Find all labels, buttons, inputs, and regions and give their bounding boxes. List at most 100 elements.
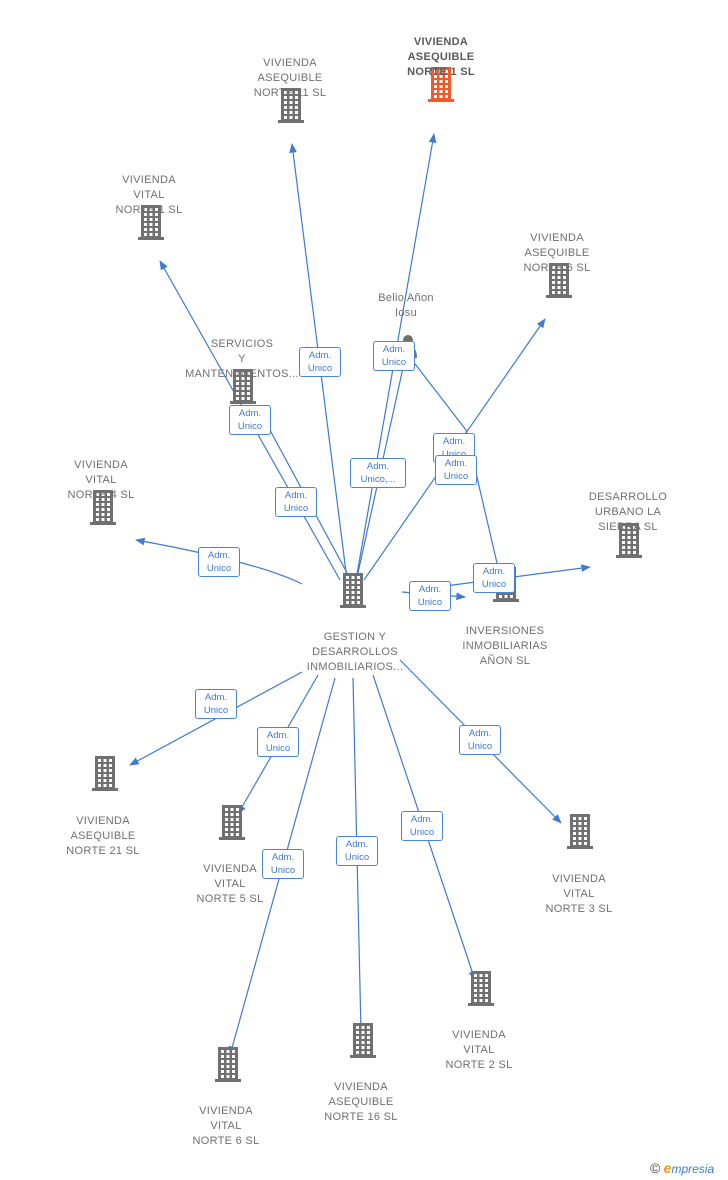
brand-name: mpresia	[671, 1162, 715, 1176]
role-badge[interactable]: Adm.Unico	[409, 581, 451, 611]
role-badge-text: Adm.	[444, 458, 468, 469]
node-label-line: DESARROLLO	[588, 491, 668, 503]
role-badge-text: Adm.	[204, 692, 228, 703]
node-label-vivienda-vital-norte-6[interactable]: VIVIENDA VITAL NORTE 6 SL	[151, 1104, 301, 1149]
node-label-line: NORTE 3 SL	[545, 903, 613, 915]
role-badge-text: Adm.	[238, 408, 262, 419]
node-label-line: NORTE 2 SL	[445, 1059, 513, 1071]
role-badge-text: Adm.	[382, 344, 406, 355]
role-badge[interactable]: Adm.Unico	[275, 487, 317, 517]
building-icon[interactable]	[92, 755, 118, 791]
node-label-line: VIVIENDA	[263, 57, 317, 69]
role-badge[interactable]: Adm.Unico,...	[350, 458, 406, 488]
node-label-line: URBANO LA	[594, 506, 662, 518]
node-label-vivienda-asequible-norte-6[interactable]: VIVIENDA ASEQUIBLE NORTE 6 SL	[482, 231, 632, 276]
node-label-line: VITAL	[210, 1120, 242, 1132]
role-badge-text: Adm.	[266, 730, 290, 741]
role-badge[interactable]: Adm.Unico	[435, 455, 477, 485]
node-label-vivienda-vital-norte-2[interactable]: VIVIENDA VITAL NORTE 2 SL	[404, 1028, 554, 1073]
node-label-line: ASEQUIBLE	[70, 830, 136, 842]
node-label-line: VITAL	[463, 1044, 495, 1056]
building-icon[interactable]	[616, 522, 642, 558]
role-badge-text: Unico	[307, 363, 333, 374]
node-label-line: NORTE 21 SL	[66, 845, 140, 857]
role-badge-text: Unico	[434, 448, 474, 461]
role-badge-text: Unico	[381, 357, 407, 368]
role-badge-text: Adm.	[308, 350, 332, 361]
building-icon[interactable]	[428, 66, 454, 102]
role-badge-text: Adm.	[207, 550, 231, 561]
role-badge-text: Adm.	[345, 839, 369, 850]
building-icon[interactable]	[90, 489, 116, 525]
role-badge[interactable]: Adm.Unico	[459, 725, 501, 755]
node-label-line: Iosu	[395, 307, 417, 319]
building-icon[interactable]	[350, 1022, 376, 1058]
role-badge-text: Unico	[417, 597, 443, 608]
node-label-line: NORTE 1 SL	[115, 204, 183, 216]
building-icon[interactable]	[278, 87, 304, 123]
role-badge-text: Unico	[409, 827, 435, 838]
building-icon[interactable]	[340, 572, 366, 608]
role-badge[interactable]: Adm.Unico	[473, 563, 515, 593]
brand-initial: e	[663, 1160, 672, 1176]
role-badge[interactable]: Adm. Unico	[336, 836, 378, 866]
building-icon[interactable]	[230, 368, 256, 404]
building-icon[interactable]	[215, 1046, 241, 1082]
role-badge-text: Unico	[206, 563, 232, 574]
role-badge-text: Unico	[237, 421, 263, 432]
node-label-line: VIVIENDA	[334, 1081, 388, 1093]
role-badge-text: Unico	[270, 865, 296, 876]
node-label-line: SERVICIOS	[210, 338, 274, 350]
role-badge-text: Unico	[283, 503, 309, 514]
node-label-line: VIVIENDA	[199, 1105, 253, 1117]
node-label-line: ASEQUIBLE	[524, 247, 590, 259]
building-icon[interactable]	[219, 804, 245, 840]
role-badge[interactable]: Adm. Unico	[373, 341, 415, 371]
node-label-line: INVERSIONES	[465, 625, 545, 637]
node-label-line: INMOBILIARIOS...	[306, 661, 404, 673]
node-label-line: VIVIENDA	[530, 232, 584, 244]
node-label-line: ASEQUIBLE	[328, 1096, 394, 1108]
building-icon[interactable]	[468, 970, 494, 1006]
node-label-line: NORTE 4 SL	[67, 489, 135, 501]
node-label-line: NORTE 16 SL	[324, 1111, 398, 1123]
role-badge[interactable]: Adm.Unico	[262, 849, 304, 879]
node-label-line: VIVIENDA	[452, 1029, 506, 1041]
role-badge[interactable]: Adm. Unico	[198, 547, 240, 577]
node-label-line: NORTE 6 SL	[192, 1135, 260, 1147]
building-icon[interactable]	[567, 813, 593, 849]
role-badge[interactable]: Adm.Unico	[195, 689, 237, 719]
node-label-line: Y	[238, 353, 246, 365]
node-label-vivienda-asequible-norte-16[interactable]: VIVIENDA ASEQUIBLE NORTE 16 SL	[286, 1080, 436, 1125]
node-label-line: VITAL	[563, 888, 595, 900]
role-badge-text: Unico	[481, 579, 507, 590]
building-icon[interactable]	[138, 204, 164, 240]
building-icon[interactable]	[546, 262, 572, 298]
node-label-line: VITAL	[214, 878, 246, 890]
role-badge-text: Unico	[344, 852, 370, 863]
role-badge[interactable]: Adm.Unico	[401, 811, 443, 841]
role-badge-text: Adm.	[442, 436, 466, 447]
role-badge[interactable]: Adm. Unico	[229, 405, 271, 435]
role-badge[interactable]: Adm. Unico	[257, 727, 299, 757]
role-badge-text: Unico	[265, 743, 291, 754]
node-label-line: INMOBILIARIAS	[462, 640, 548, 652]
copyright: © empresia	[650, 1160, 714, 1176]
role-badge-text: Adm.	[468, 728, 492, 739]
role-badge[interactable]: Adm. Unico	[299, 347, 341, 377]
node-label-line: VIVIENDA	[74, 459, 128, 471]
node-label-line: NORTE 5 SL	[196, 893, 264, 905]
node-label-line: NORTE 6 SL	[523, 262, 591, 274]
